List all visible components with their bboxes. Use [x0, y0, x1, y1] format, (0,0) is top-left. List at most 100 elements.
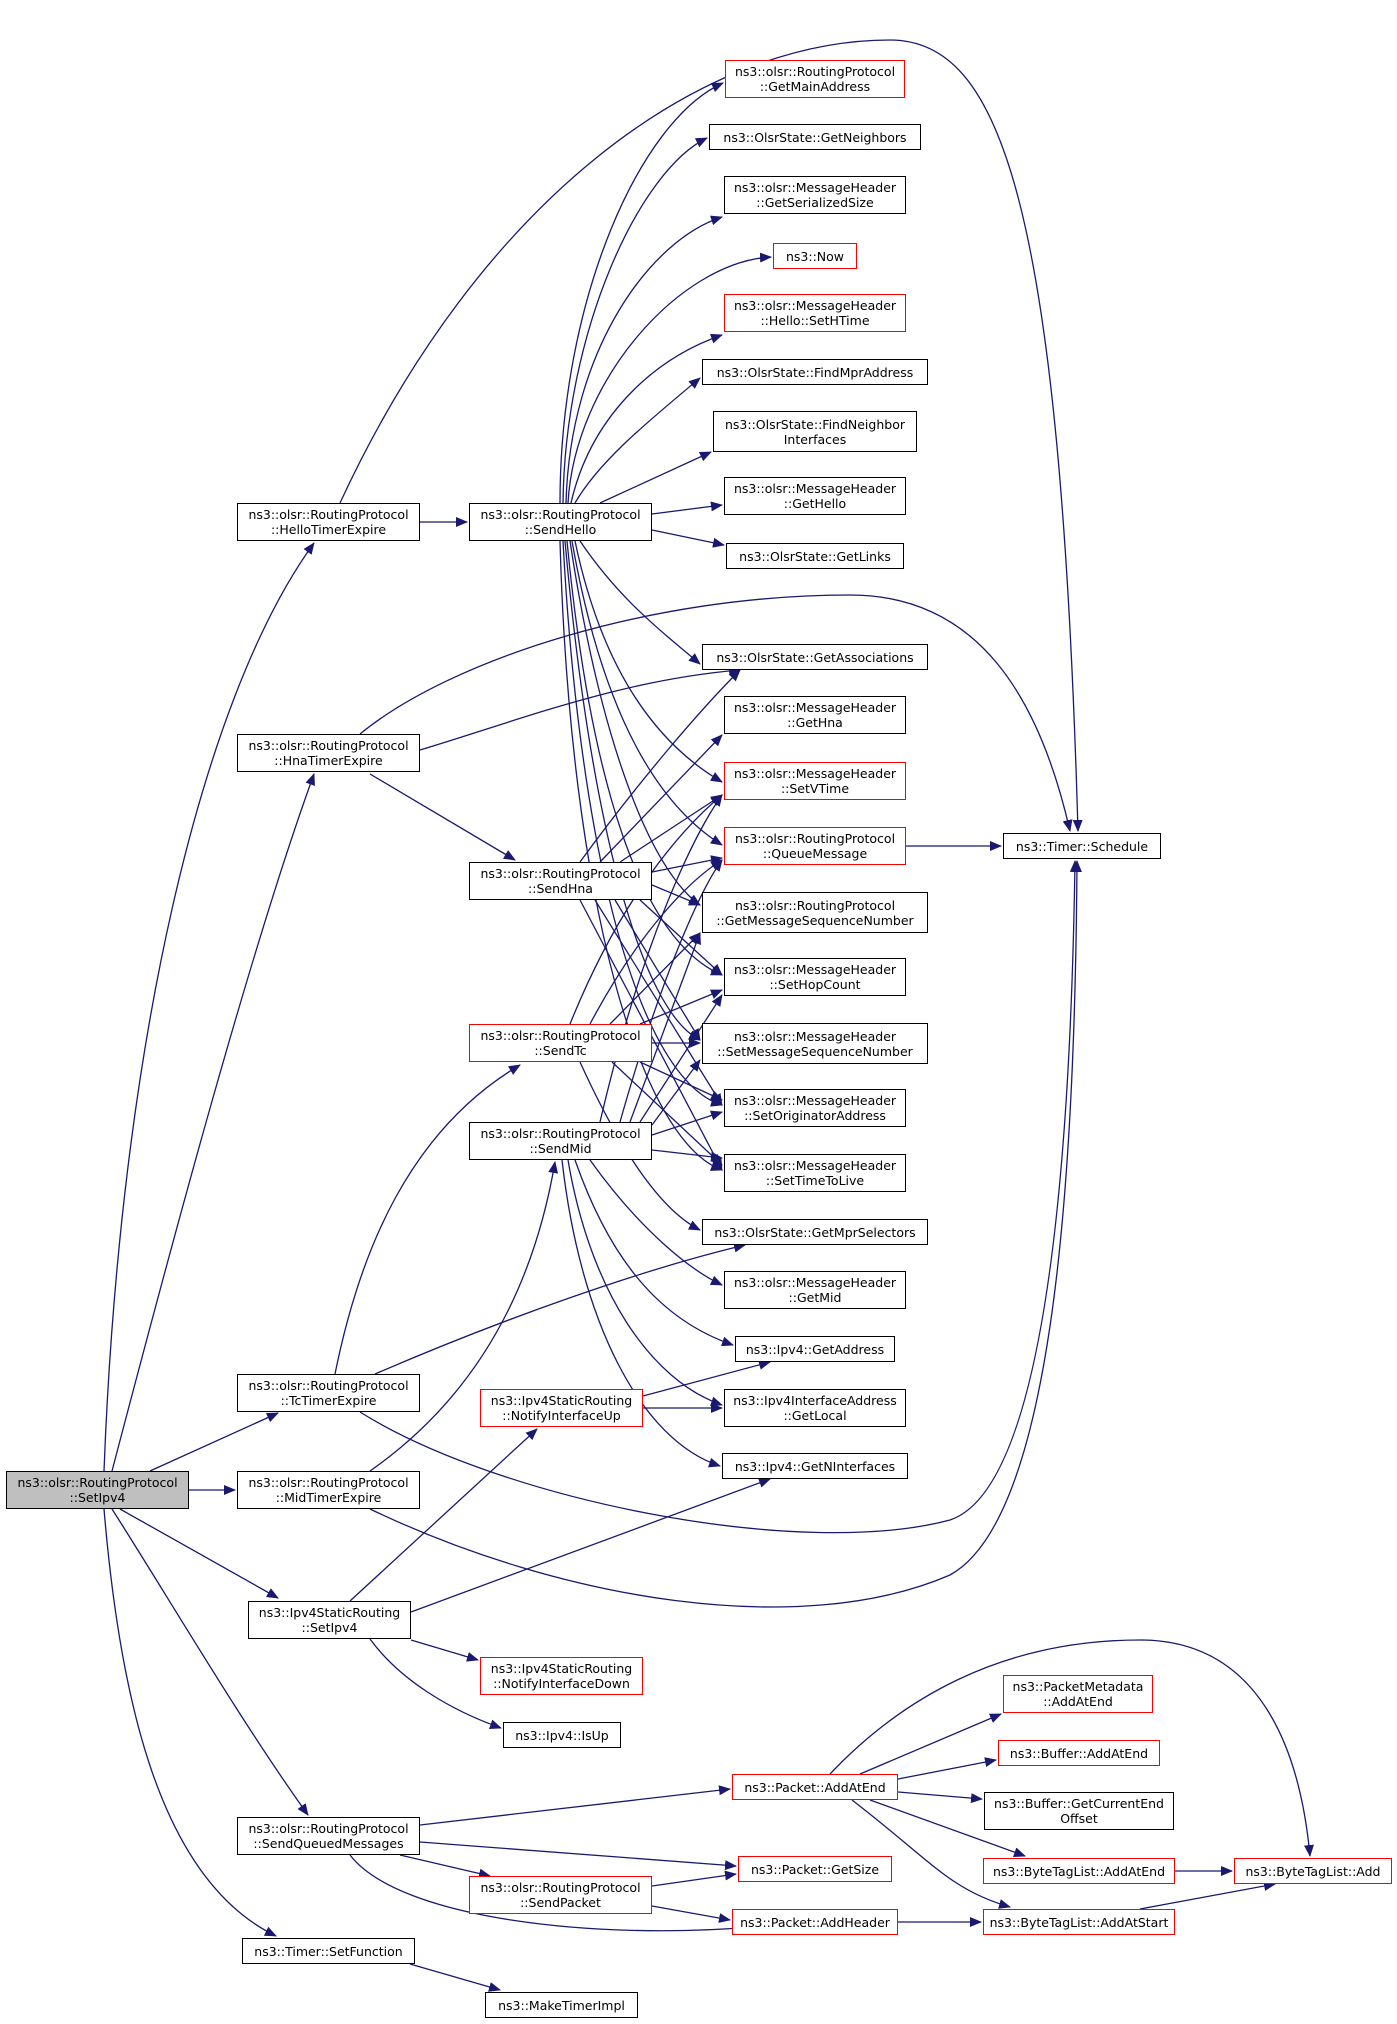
node-bytetaglist-add[interactable]: ns3::ByteTagList::Add: [1234, 1858, 1392, 1884]
node-get-main-address[interactable]: ns3::olsr::RoutingProtocol::GetMainAddre…: [725, 60, 905, 98]
node-bytetaglist-add-at-end-line-1: ns3::ByteTagList::AddAtEnd: [993, 1863, 1165, 1879]
node-packet-add-header-line-1: ns3::Packet::AddHeader: [740, 1914, 890, 1930]
edge-send-hello-get-serialized-size: [565, 215, 723, 504]
node-set-vtime[interactable]: ns3::olsr::MessageHeader::SetVTime: [724, 762, 906, 800]
edge-send-hello-set-htime: [570, 333, 723, 504]
node-get-mpr-selectors-line-1: ns3::OlsrState::GetMprSelectors: [714, 1224, 916, 1240]
node-set-vtime-line-1: ns3::olsr::MessageHeader: [733, 766, 897, 781]
node-tc-timer-expire-line-1: ns3::olsr::RoutingProtocol: [248, 1378, 409, 1393]
edge-hna-timer-expire-send-hna: [369, 773, 516, 861]
node-get-hna[interactable]: ns3::olsr::MessageHeader::GetHna: [724, 696, 906, 734]
edge-send-hello-get-main-address: [559, 82, 724, 504]
node-packet-add-header[interactable]: ns3::Packet::AddHeader: [732, 1909, 898, 1935]
node-send-queued-line-2: ::SendQueuedMessages: [253, 1836, 404, 1851]
node-packet-get-size[interactable]: ns3::Packet::GetSize: [738, 1856, 892, 1882]
node-notify-up[interactable]: ns3::Ipv4StaticRouting::NotifyInterfaceU…: [480, 1389, 643, 1427]
node-static-set-ipv4-line-1: ns3::Ipv4StaticRouting: [258, 1605, 401, 1620]
edge-send-mid-set-originator: [651, 1110, 723, 1136]
edge-hna-timer-expire-timer-schedule: [359, 594, 1073, 832]
node-find-mpr-address-line-1: ns3::OlsrState::FindMprAddress: [716, 364, 914, 380]
node-get-serialized-size[interactable]: ns3::olsr::MessageHeader::GetSerializedS…: [724, 176, 906, 214]
node-get-links[interactable]: ns3::OlsrState::GetLinks: [726, 543, 904, 569]
node-send-hello[interactable]: ns3::olsr::RoutingProtocol::SendHello: [469, 503, 652, 541]
node-mid-timer-expire[interactable]: ns3::olsr::RoutingProtocol::MidTimerExpi…: [237, 1471, 420, 1509]
edge-packet-add-at-end-bytetaglist-add-at-end: [869, 1799, 1026, 1857]
edge-send-queued-packet-add-at-end: [419, 1785, 731, 1826]
node-now[interactable]: ns3::Now: [773, 243, 857, 269]
edge-packet-add-at-end-bytetaglist-add-at-start: [851, 1799, 1011, 1909]
node-queue-message[interactable]: ns3::olsr::RoutingProtocol::QueueMessage: [724, 827, 906, 865]
node-tc-timer-expire-line-2: ::TcTimerExpire: [280, 1393, 377, 1408]
node-send-hna[interactable]: ns3::olsr::RoutingProtocol::SendHna: [469, 862, 652, 900]
node-bytetaglist-add-at-end[interactable]: ns3::ByteTagList::AddAtEnd: [983, 1858, 1175, 1884]
edge-send-queued-packet-add-header: [349, 1854, 753, 1933]
node-get-links-line-1: ns3::OlsrState::GetLinks: [739, 548, 891, 564]
node-set-originator[interactable]: ns3::olsr::MessageHeader::SetOriginatorA…: [724, 1089, 906, 1127]
node-hello-timer-expire[interactable]: ns3::olsr::RoutingProtocol::HelloTimerEx…: [237, 503, 420, 541]
node-get-mpr-selectors[interactable]: ns3::OlsrState::GetMprSelectors: [702, 1219, 928, 1245]
node-buffer-add-at-end-line-1: ns3::Buffer::AddAtEnd: [1009, 1745, 1149, 1761]
node-now-line-1: ns3::Now: [785, 248, 845, 264]
node-buffer-add-at-end[interactable]: ns3::Buffer::AddAtEnd: [998, 1740, 1160, 1766]
node-send-mid-line-2: ::SendMid: [529, 1141, 592, 1156]
node-root-line-1: ns3::olsr::RoutingProtocol: [17, 1475, 178, 1490]
edge-send-mid-get-ninterfaces: [561, 1159, 721, 1468]
node-set-msg-seq[interactable]: ns3::olsr::MessageHeader::SetMessageSequ…: [702, 1023, 928, 1064]
node-buffer-get-current-end-line-1: ns3::Buffer::GetCurrentEnd: [994, 1796, 1164, 1811]
edge-root-set-function: [103, 1508, 277, 1937]
edge-send-mid-set-msg-seq: [651, 1059, 701, 1126]
node-send-tc[interactable]: ns3::olsr::RoutingProtocol::SendTc: [469, 1024, 652, 1062]
edge-send-hello-get-neighbors: [562, 137, 708, 504]
node-ipv4-isup[interactable]: ns3::Ipv4::IsUp: [503, 1722, 621, 1748]
node-set-originator-line-2: ::SetOriginatorAddress: [744, 1108, 886, 1123]
node-set-function[interactable]: ns3::Timer::SetFunction: [242, 1938, 415, 1964]
node-set-ttl[interactable]: ns3::olsr::MessageHeader::SetTimeToLive: [724, 1154, 906, 1192]
node-ipv4-get-address[interactable]: ns3::Ipv4::GetAddress: [735, 1336, 895, 1362]
node-send-queued[interactable]: ns3::olsr::RoutingProtocol::SendQueuedMe…: [237, 1817, 420, 1855]
node-send-tc-line-1: ns3::olsr::RoutingProtocol: [480, 1028, 641, 1043]
node-set-htime-line-2: ::Hello::SetHTime: [760, 313, 870, 328]
node-packet-add-at-end[interactable]: ns3::Packet::AddAtEnd: [732, 1774, 898, 1800]
node-find-mpr-address[interactable]: ns3::OlsrState::FindMprAddress: [702, 359, 928, 385]
node-send-mid-line-1: ns3::olsr::RoutingProtocol: [480, 1126, 641, 1141]
node-set-htime[interactable]: ns3::olsr::MessageHeader::Hello::SetHTim…: [724, 294, 906, 332]
node-get-hello-line-2: ::GetHello: [783, 496, 847, 511]
edge-send-mid-ipv4-get-address: [574, 1159, 734, 1347]
node-get-local[interactable]: ns3::Ipv4InterfaceAddress::GetLocal: [724, 1389, 906, 1427]
edge-send-hello-now: [567, 252, 772, 504]
node-make-timer-impl[interactable]: ns3::MakeTimerImpl: [485, 1992, 638, 2018]
node-get-msg-seq[interactable]: ns3::olsr::RoutingProtocol::GetMessageSe…: [702, 892, 928, 933]
node-get-mid[interactable]: ns3::olsr::MessageHeader::GetMid: [724, 1271, 906, 1309]
node-set-hop-count[interactable]: ns3::olsr::MessageHeader::SetHopCount: [724, 958, 906, 996]
node-metadata-add-at-end[interactable]: ns3::PacketMetadata::AddAtEnd: [1003, 1675, 1153, 1713]
node-get-neighbors[interactable]: ns3::OlsrState::GetNeighbors: [709, 124, 921, 150]
edge-packet-add-at-end-buffer-add-at-end: [897, 1757, 997, 1780]
edge-send-hello-find-mpr-address: [574, 377, 701, 504]
node-timer-schedule[interactable]: ns3::Timer::Schedule: [1003, 833, 1161, 859]
node-root[interactable]: ns3::olsr::RoutingProtocol::SetIpv4: [6, 1471, 189, 1509]
node-bytetaglist-add-at-start[interactable]: ns3::ByteTagList::AddAtStart: [983, 1909, 1175, 1935]
node-notify-down[interactable]: ns3::Ipv4StaticRouting::NotifyInterfaceD…: [480, 1657, 643, 1695]
node-hna-timer-expire[interactable]: ns3::olsr::RoutingProtocol::HnaTimerExpi…: [237, 734, 420, 772]
edge-tc-timer-expire-send-tc: [334, 1064, 521, 1375]
node-get-associations-line-1: ns3::OlsrState::GetAssociations: [716, 649, 914, 665]
node-get-hello[interactable]: ns3::olsr::MessageHeader::GetHello: [724, 477, 906, 515]
node-get-msg-seq-line-1: ns3::olsr::RoutingProtocol: [734, 897, 896, 913]
edge-send-hello-get-hello: [651, 501, 723, 515]
node-hna-timer-expire-line-2: ::HnaTimerExpire: [274, 753, 383, 768]
node-send-mid[interactable]: ns3::olsr::RoutingProtocol::SendMid: [469, 1122, 652, 1160]
node-find-neighbor-interfaces-line-1: ns3::OlsrState::FindNeighbor: [725, 416, 905, 432]
node-static-set-ipv4[interactable]: ns3::Ipv4StaticRouting::SetIpv4: [248, 1601, 411, 1639]
node-ipv4-get-address-line-1: ns3::Ipv4::GetAddress: [745, 1341, 885, 1357]
node-tc-timer-expire[interactable]: ns3::olsr::RoutingProtocol::TcTimerExpir…: [237, 1374, 420, 1412]
node-get-neighbors-line-1: ns3::OlsrState::GetNeighbors: [723, 129, 907, 145]
node-get-ninterfaces[interactable]: ns3::Ipv4::GetNInterfaces: [722, 1453, 908, 1479]
node-get-associations[interactable]: ns3::OlsrState::GetAssociations: [702, 644, 928, 670]
node-send-packet[interactable]: ns3::olsr::RoutingProtocol::SendPacket: [469, 1876, 652, 1914]
edge-send-hello-set-vtime: [574, 540, 723, 783]
node-packet-get-size-line-1: ns3::Packet::GetSize: [750, 1861, 880, 1877]
node-set-ttl-line-1: ns3::olsr::MessageHeader: [733, 1158, 897, 1173]
